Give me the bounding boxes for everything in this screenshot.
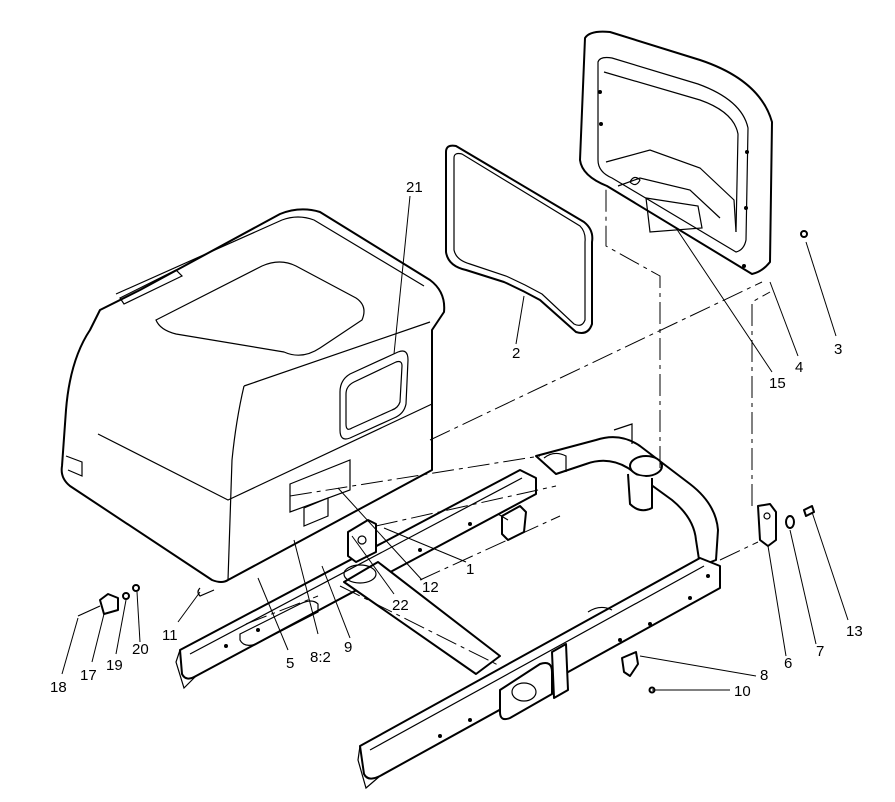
callout-20: 20	[132, 641, 149, 658]
right-mount-plate	[757, 503, 815, 547]
assembly-centerlines	[245, 186, 771, 667]
callout-18: 18	[50, 679, 67, 696]
callout-19: 19	[106, 657, 123, 674]
callout-labels: 21 2 3 4 15 1 12 22 9 8:2 5 11 8 10 6 7 …	[50, 179, 863, 700]
callout-5: 5	[286, 655, 294, 672]
callout-7: 7	[816, 643, 824, 660]
callout-9: 9	[344, 639, 352, 656]
callout-15: 15	[769, 375, 786, 392]
callout-21: 21	[406, 179, 423, 196]
rear-panel	[579, 30, 773, 275]
callout-8: 8	[760, 667, 768, 684]
callout-1: 1	[466, 561, 474, 578]
callout-11: 11	[162, 627, 178, 644]
callout-3: 3	[834, 341, 842, 358]
lower-frame	[357, 557, 721, 790]
canopy-hood	[60, 208, 446, 597]
callout-17: 17	[80, 667, 97, 684]
callout-2: 2	[512, 345, 520, 362]
callout-10: 10	[734, 683, 751, 700]
callout-8-2: 8:2	[310, 649, 331, 666]
callout-6: 6	[784, 655, 792, 672]
callout-22: 22	[392, 597, 409, 614]
window-seal	[445, 144, 594, 334]
leader-lines	[61, 195, 849, 691]
fastener-hardware	[77, 230, 808, 617]
callout-13: 13	[846, 623, 863, 640]
callout-12: 12	[422, 579, 439, 596]
mounting-brackets	[347, 505, 527, 563]
callout-4: 4	[795, 359, 803, 376]
handle-frame	[535, 423, 719, 567]
